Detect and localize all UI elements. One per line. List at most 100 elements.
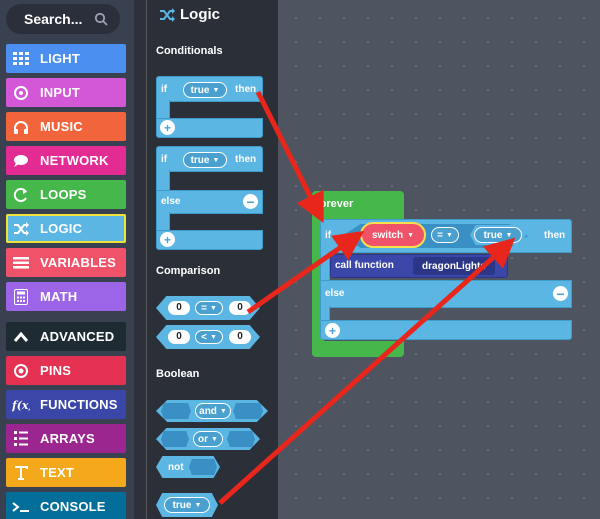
category-sidebar: Search... LIGHT INPUT MUSIC NETWORK LOOP…	[0, 0, 134, 519]
and-label: and	[199, 405, 217, 417]
left-number[interactable]: 0	[168, 330, 190, 344]
category-label: PINS	[40, 363, 72, 378]
function-name[interactable]: dragonLights	[413, 257, 495, 275]
target-icon	[6, 85, 36, 101]
array-icon	[6, 430, 36, 447]
category-variables[interactable]: VARIABLES	[6, 248, 126, 277]
chevron-down-icon: ▼	[505, 231, 513, 239]
category-music[interactable]: MUSIC	[6, 112, 126, 141]
else-label: else	[161, 196, 181, 207]
category-label: MATH	[40, 289, 78, 304]
true-label: true	[190, 154, 210, 166]
true-label: true	[172, 499, 192, 511]
chevron-down-icon: ▼	[194, 501, 202, 509]
chevron-down-icon: ▼	[219, 407, 227, 415]
section-boolean: Boolean	[156, 368, 200, 380]
chevron-down-icon: ▼	[212, 156, 220, 164]
category-label: LOGIC	[40, 221, 83, 236]
category-label: VARIABLES	[40, 255, 116, 270]
calculator-icon	[6, 288, 36, 305]
chevron-down-icon: ▼	[407, 231, 415, 239]
category-arrays[interactable]: ARRAYS	[6, 424, 126, 453]
true-label: true	[483, 229, 503, 241]
chevron-down-icon: ▼	[211, 435, 218, 443]
then-label: then	[235, 84, 257, 95]
or-label: or	[198, 433, 209, 445]
text-icon	[6, 465, 36, 481]
flyout-title: Logic	[159, 6, 220, 23]
true-label: true	[190, 84, 210, 96]
sidebar-divider	[134, 0, 146, 519]
flyout-title-text: Logic	[180, 6, 220, 23]
search-icon[interactable]	[94, 12, 108, 26]
list-icon	[6, 256, 36, 270]
search-box[interactable]: Search...	[6, 4, 120, 34]
operator-label: =	[437, 229, 443, 241]
true-dropdown[interactable]: true▼	[474, 227, 522, 243]
plus-icon[interactable]: +	[160, 232, 175, 247]
switch-variable[interactable]: switch▼	[360, 222, 426, 248]
category-functions[interactable]: f(x) FUNCTIONS	[6, 390, 126, 419]
true-dropdown[interactable]: true▼	[183, 82, 227, 98]
chevron-down-icon: ▼	[209, 304, 217, 312]
operator-dropdown[interactable]: =▼	[195, 301, 223, 315]
else-label: else	[325, 288, 345, 299]
right-number[interactable]: 0	[229, 330, 251, 344]
category-pins[interactable]: PINS	[6, 356, 126, 385]
chevron-up-icon	[6, 331, 36, 342]
then-label: then	[235, 154, 257, 165]
shuffle-icon	[160, 7, 175, 22]
true-dropdown[interactable]: true▼	[164, 497, 210, 513]
svg-text:f(x): f(x)	[12, 399, 30, 412]
pin-icon	[6, 363, 36, 379]
if-label: if	[161, 154, 168, 165]
category-label: LOOPS	[40, 187, 87, 202]
operator-label: =	[201, 302, 207, 314]
plus-icon[interactable]: +	[160, 120, 175, 135]
category-console[interactable]: CONSOLE	[6, 492, 126, 519]
then-label: then	[544, 230, 566, 241]
category-light[interactable]: LIGHT	[6, 44, 126, 73]
forever-label: forever	[316, 198, 354, 210]
headphones-icon	[6, 120, 36, 134]
category-label: LIGHT	[40, 51, 80, 66]
call-label: call function	[335, 260, 394, 271]
search-placeholder: Search...	[24, 11, 83, 27]
logic-flyout: Logic Conditionals if true▼ then + if tr…	[146, 0, 278, 519]
section-conditionals: Conditionals	[156, 45, 223, 57]
chevron-down-icon: ▼	[209, 333, 217, 341]
category-loops[interactable]: LOOPS	[6, 180, 126, 209]
section-comparison: Comparison	[156, 265, 221, 277]
switch-label: switch	[371, 229, 404, 241]
and-dropdown[interactable]: and▼	[195, 403, 231, 419]
category-network[interactable]: NETWORK	[6, 146, 126, 175]
category-math[interactable]: MATH	[6, 282, 126, 311]
grid-icon	[6, 51, 36, 66]
category-label: MUSIC	[40, 119, 83, 134]
category-advanced[interactable]: ADVANCED	[6, 322, 126, 351]
true-dropdown[interactable]: true▼	[183, 152, 227, 168]
or-dropdown[interactable]: or▼	[193, 431, 223, 447]
minus-icon[interactable]: −	[553, 286, 568, 302]
operator-dropdown[interactable]: <▼	[195, 330, 223, 344]
category-label: NETWORK	[40, 153, 109, 168]
operator-dropdown[interactable]: =▼	[431, 227, 459, 243]
category-label: CONSOLE	[40, 499, 106, 514]
minus-icon[interactable]: −	[243, 194, 258, 210]
operator-label: <	[201, 331, 207, 343]
shuffle-icon	[6, 221, 36, 236]
not-label: not	[168, 462, 184, 473]
chevron-down-icon: ▼	[445, 231, 453, 239]
plus-icon[interactable]: +	[325, 323, 340, 338]
category-text[interactable]: TEXT	[6, 458, 126, 487]
category-input[interactable]: INPUT	[6, 78, 126, 107]
category-label: ADVANCED	[40, 329, 115, 344]
category-label: INPUT	[40, 85, 80, 100]
category-logic[interactable]: LOGIC	[6, 214, 126, 243]
loop-icon	[6, 187, 36, 203]
right-number[interactable]: 0	[229, 301, 251, 315]
category-label: ARRAYS	[40, 431, 95, 446]
if-label: if	[161, 84, 168, 95]
left-number[interactable]: 0	[168, 301, 190, 315]
console-icon	[6, 501, 36, 513]
